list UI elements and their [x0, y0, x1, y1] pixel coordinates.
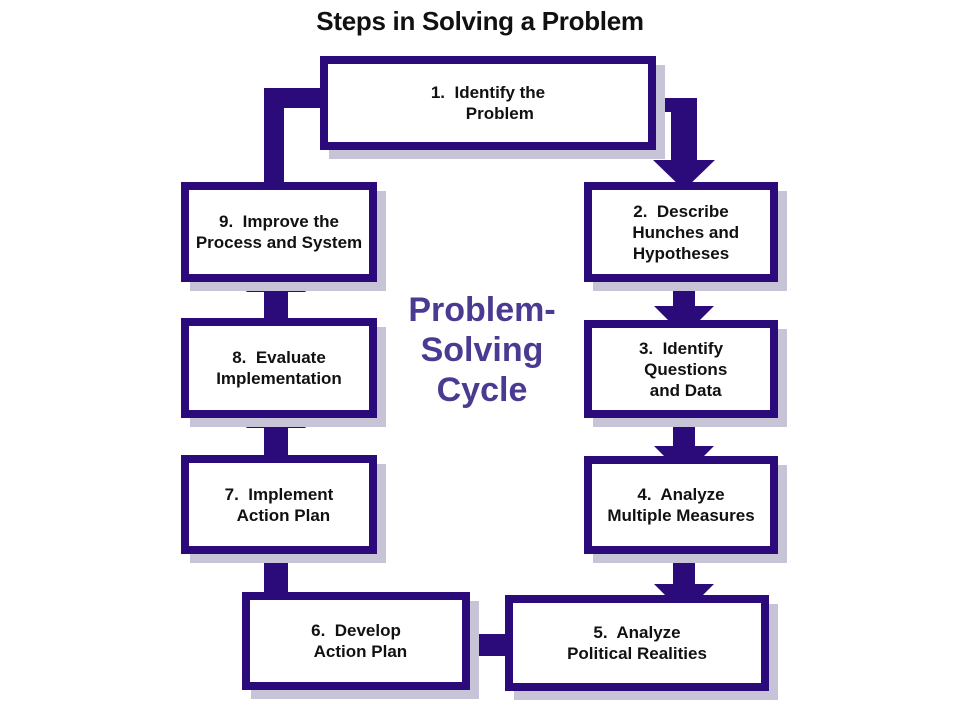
center-label-line-3: Cycle	[436, 371, 528, 409]
step-8-evaluate: 8. Evaluate Implementation	[181, 318, 377, 418]
step-5-label: 5. Analyze Political Realities	[567, 623, 707, 663]
step-2-label: 2. Describe Hunches and Hypotheses	[632, 201, 740, 263]
step-3-identify-questions: 3. Identify Questions and Data	[584, 320, 778, 418]
step-3-label: 3. Identify Questions and Data	[638, 338, 728, 400]
center-cycle-label: Problem- Solving Cycle	[402, 290, 562, 410]
step-8-label: 8. Evaluate Implementation	[216, 348, 342, 388]
arrow-step4-to-step5	[654, 528, 714, 614]
step-1-identify-problem: 1. Identify the Problem	[320, 56, 656, 150]
step-2-describe-hunches: 2. Describe Hunches and Hypotheses	[584, 182, 778, 282]
arrow-step3-to-step4	[654, 418, 714, 476]
step-9-improve-process: 9. Improve the Process and System	[181, 182, 377, 282]
step-6-develop-plan: 6. Develop Action Plan	[242, 592, 470, 690]
step-1-label: 1. Identify the Problem	[430, 83, 546, 123]
step-9-label: 9. Improve the Process and System	[195, 212, 363, 252]
diagram-title: Steps in Solving a Problem	[316, 6, 644, 36]
step-7-label: 7. Implement Action Plan	[224, 484, 334, 525]
step-4-label: 4. Analyze Multiple Measures	[607, 485, 755, 525]
step-4-analyze-measures: 4. Analyze Multiple Measures	[584, 456, 778, 554]
center-label-line-2: Solving	[420, 331, 544, 369]
arrow-step2-to-step3	[654, 280, 714, 336]
step-5-analyze-political: 5. Analyze Political Realities	[505, 595, 769, 691]
step-7-implement-plan: 7. Implement Action Plan	[181, 455, 377, 554]
step-6-label: 6. Develop Action Plan	[311, 621, 408, 661]
arrow-step1-to-step2	[597, 98, 715, 190]
center-label-line-1: Problem-	[408, 291, 556, 329]
